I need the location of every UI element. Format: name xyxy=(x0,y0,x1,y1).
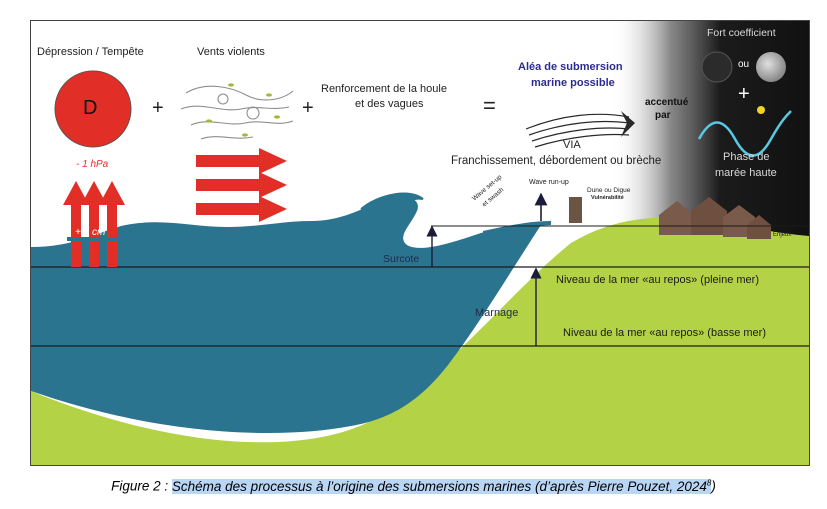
wind-arrows-icon xyxy=(196,148,287,222)
caption-highlighted-text: Schéma des processus à l’origine des sub… xyxy=(172,479,711,494)
tide-label-line2: marée haute xyxy=(715,167,777,179)
range-label: Marnage xyxy=(475,307,518,319)
surge-label: Surcote xyxy=(383,253,419,265)
dune-dike xyxy=(569,197,582,223)
low-level-label: Niveau de la mer «au repos» (basse mer) xyxy=(563,327,766,339)
wind-swirls-icon xyxy=(181,86,293,139)
figure-caption: Figure 2 : Schéma des processus à l’orig… xyxy=(0,478,827,494)
swell-label-line2: et des vagues xyxy=(355,98,424,110)
plus-sign-1: + xyxy=(152,97,164,120)
tide-label-line1: Phase de xyxy=(723,151,769,163)
caption-text: Schéma des processus à l’origine des sub… xyxy=(172,479,707,494)
upward-arrows-icon xyxy=(63,181,125,267)
rise-label: + 1 cm xyxy=(75,227,105,238)
mechanisms-label: Franchissement, débordement ou brèche xyxy=(451,155,661,167)
depression-letter: D xyxy=(83,97,97,120)
swell-label-line1: Renforcement de la houle xyxy=(321,83,447,95)
equals-sign: = xyxy=(483,93,496,119)
via-label: VIA xyxy=(563,139,581,151)
high-level-label: Niveau de la mer «au repos» (pleine mer) xyxy=(556,274,759,286)
accent-label-line1: accentué xyxy=(645,97,688,108)
hazard-label-line1: Aléa de submersion xyxy=(518,61,623,73)
hazard-label-line2: marine possible xyxy=(531,77,615,89)
coefficient-label: Fort coefficient xyxy=(707,27,776,39)
dune-label-line2: Vulnérabilité xyxy=(591,195,624,201)
plus-sign-2: + xyxy=(302,97,314,120)
caption-suffix: ) xyxy=(711,479,716,494)
full-moon-icon xyxy=(756,52,786,82)
leaves-icon xyxy=(206,83,280,136)
pressure-label: - 1 hPa xyxy=(76,159,108,170)
stakes-label: Enjeux xyxy=(773,232,791,238)
depression-label: Dépression / Tempête xyxy=(37,46,144,58)
new-moon-icon xyxy=(702,52,732,82)
accent-label-line2: par xyxy=(655,110,671,121)
high-tide-marker xyxy=(757,106,765,114)
runup-label: Wave run-up xyxy=(529,179,569,186)
winds-label: Vents violents xyxy=(197,46,265,58)
plus-sign-3: + xyxy=(738,83,750,106)
or-label: ou xyxy=(738,59,749,70)
dune-label-line1: Dune ou Digue xyxy=(587,187,630,194)
diagram-frame: Dépression / Tempête D - 1 hPa + 1 cm + … xyxy=(30,20,810,466)
caption-prefix: Figure 2 : xyxy=(111,479,172,494)
